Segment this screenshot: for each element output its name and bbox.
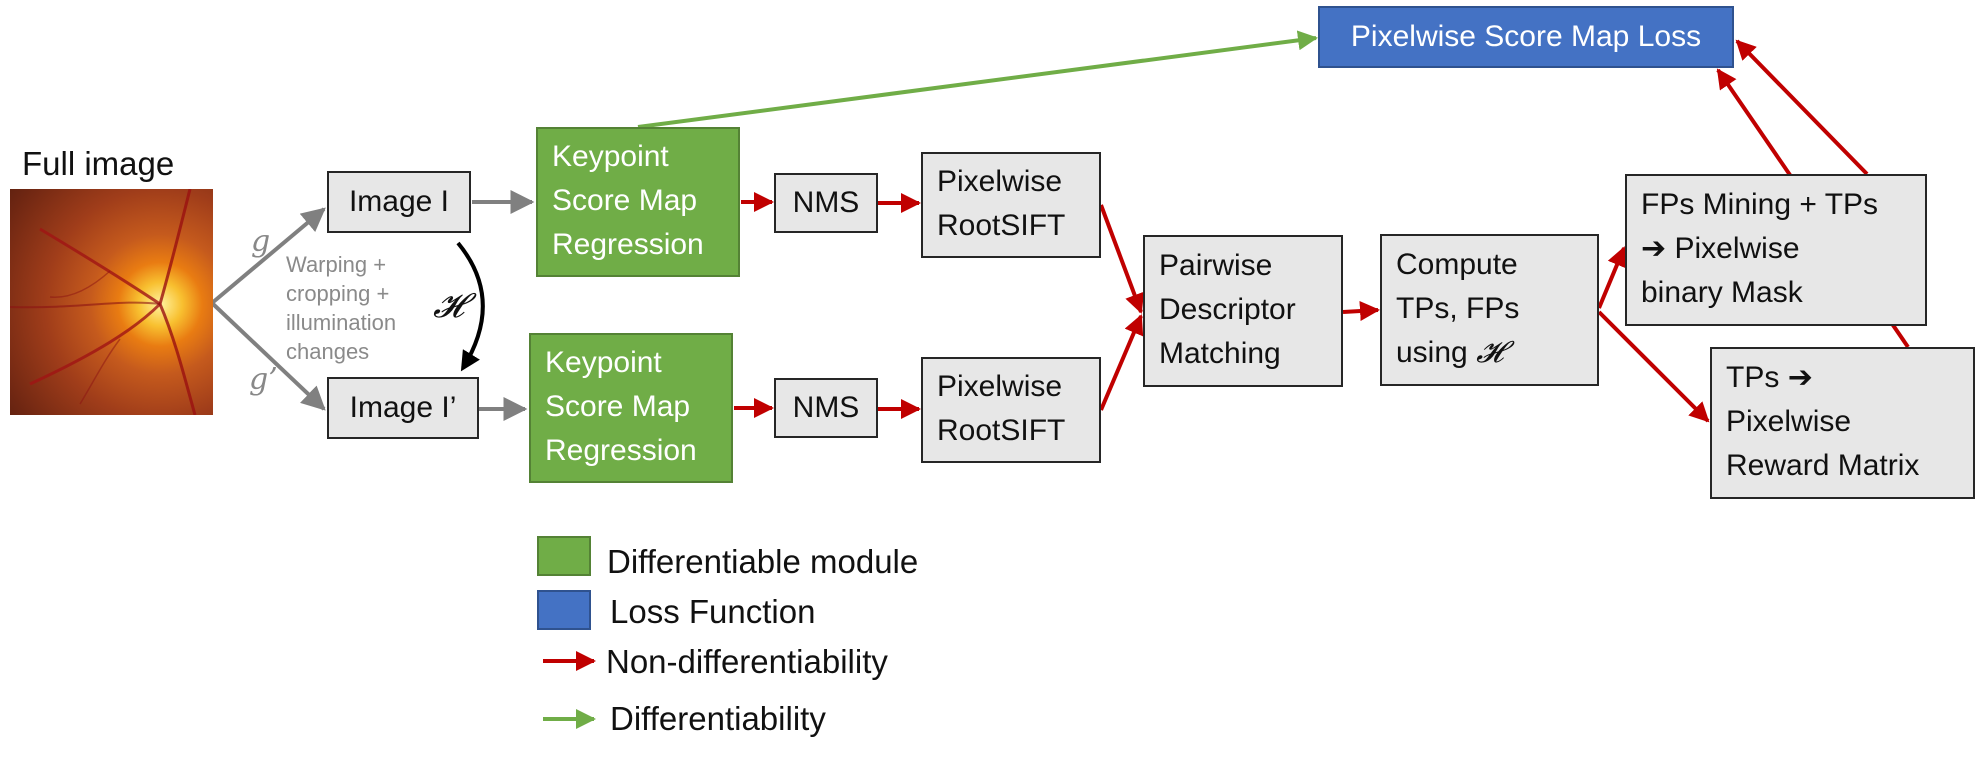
rootsift-top-line: RootSIFT <box>937 209 1066 242</box>
legend-label-loss: Loss Function <box>610 593 816 630</box>
legend-swatch-loss <box>537 590 591 630</box>
homography-symbol: 𝓗 <box>433 286 464 326</box>
tps-reward-line: Reward Matrix <box>1726 449 1920 482</box>
kp-top-line: Score Map <box>552 184 698 217</box>
augmentation-note: Warping + cropping + illumination change… <box>286 250 396 366</box>
retinal-vessels <box>10 189 197 415</box>
kp-top-line: Regression <box>552 228 704 261</box>
rootsift-bottom-box: Pixelwise RootSIFT <box>921 357 1101 463</box>
compute-using-text: using <box>1396 336 1468 369</box>
kp-top-line: Keypoint <box>552 140 669 173</box>
loss-label: Pixelwise Score Map Loss <box>1350 20 1702 53</box>
arrow-fps-mining-to-loss <box>1735 39 1869 176</box>
tps-reward-line: Pixelwise <box>1726 405 1852 438</box>
rootsift-top-line: Pixelwise <box>937 165 1063 198</box>
fps-mining-line: ➔ Pixelwise <box>1641 227 1911 271</box>
legend-label-differentiable: Differentiable module <box>607 543 919 580</box>
tps-reward-line-text: TPs <box>1726 361 1780 394</box>
matching-line: Matching <box>1159 337 1281 370</box>
keypoint-score-map-top: Keypoint Score Map Regression <box>536 127 740 277</box>
legend-label-differentiability: Differentiability <box>610 700 826 737</box>
matching-line: Descriptor <box>1159 293 1296 326</box>
keypoint-score-map-bottom: Keypoint Score Map Regression <box>529 333 733 483</box>
fps-mining-line: binary Mask <box>1641 276 1803 309</box>
descriptor-matching-box: Pairwise Descriptor Matching <box>1143 235 1343 387</box>
g-label: g <box>251 224 271 259</box>
nms-top-label: NMS <box>792 186 860 219</box>
arrow-matching-to-compute <box>1342 301 1380 322</box>
rootsift-bottom-line: Pixelwise <box>937 370 1063 403</box>
arrow-rootsift-bottom-to-matching <box>1099 314 1144 411</box>
fundus-image <box>10 189 213 415</box>
fps-mining-box: FPs Mining + TPs ➔ Pixelwise binary Mask <box>1625 174 1927 326</box>
arrow-full-to-image-i-prime <box>210 301 326 411</box>
tps-reward-box: TPs ➔ Pixelwise Reward Matrix <box>1710 347 1975 499</box>
compute-homography-symbol: 𝓗 <box>1476 335 1504 370</box>
right-arrow-icon: ➔ <box>1787 360 1813 395</box>
kp-bottom-line: Keypoint <box>545 346 662 379</box>
image-i-prime-box: Image I’ <box>327 377 479 439</box>
arrow-full-to-image-i <box>210 207 326 305</box>
rootsift-top-box: Pixelwise RootSIFT <box>921 152 1101 258</box>
augmentation-line: changes <box>286 339 370 364</box>
arrow-rootsift-top-to-matching <box>1099 204 1145 314</box>
pixelwise-loss-box: Pixelwise Score Map Loss <box>1318 6 1734 68</box>
augmentation-line: cropping + <box>286 281 390 306</box>
nms-bottom-label: NMS <box>792 391 860 424</box>
legend-swatch-differentiable <box>537 536 591 576</box>
image-i-label: Image I <box>348 185 450 218</box>
rootsift-bottom-line: RootSIFT <box>937 414 1066 447</box>
image-i-prime-label: Image I’ <box>349 391 457 424</box>
nms-top-box: NMS <box>774 173 878 233</box>
augmentation-line: Warping + <box>286 252 387 277</box>
compute-tps-fps-box: Compute TPs, FPs using 𝓗 <box>1380 234 1599 386</box>
compute-line: using 𝓗 <box>1396 331 1583 375</box>
fps-mining-line: FPs Mining + TPs <box>1641 188 1879 221</box>
fps-mining-line-text: Pixelwise <box>1674 232 1800 265</box>
arrow-kp-top-to-loss <box>637 30 1318 129</box>
kp-bottom-line: Regression <box>545 434 697 467</box>
compute-line: TPs, FPs <box>1396 292 1520 325</box>
nms-bottom-box: NMS <box>774 378 878 438</box>
homography-curve-arrow <box>456 241 485 372</box>
arrow-compute-to-tps-reward <box>1597 310 1710 423</box>
right-arrow-icon: ➔ <box>1641 231 1667 266</box>
legend-label-non-differentiability: Non-differentiability <box>606 643 888 680</box>
image-i-box: Image I <box>327 171 471 233</box>
full-image-title: Full image <box>22 145 175 182</box>
kp-bottom-line: Score Map <box>545 390 691 423</box>
arrow-compute-to-fps-mining <box>1597 246 1627 309</box>
tps-reward-line: TPs ➔ <box>1726 356 1959 400</box>
compute-line: Compute <box>1396 248 1518 281</box>
g-prime-label: g’ <box>249 362 278 397</box>
augmentation-line: illumination <box>286 310 397 335</box>
matching-line: Pairwise <box>1159 249 1273 282</box>
